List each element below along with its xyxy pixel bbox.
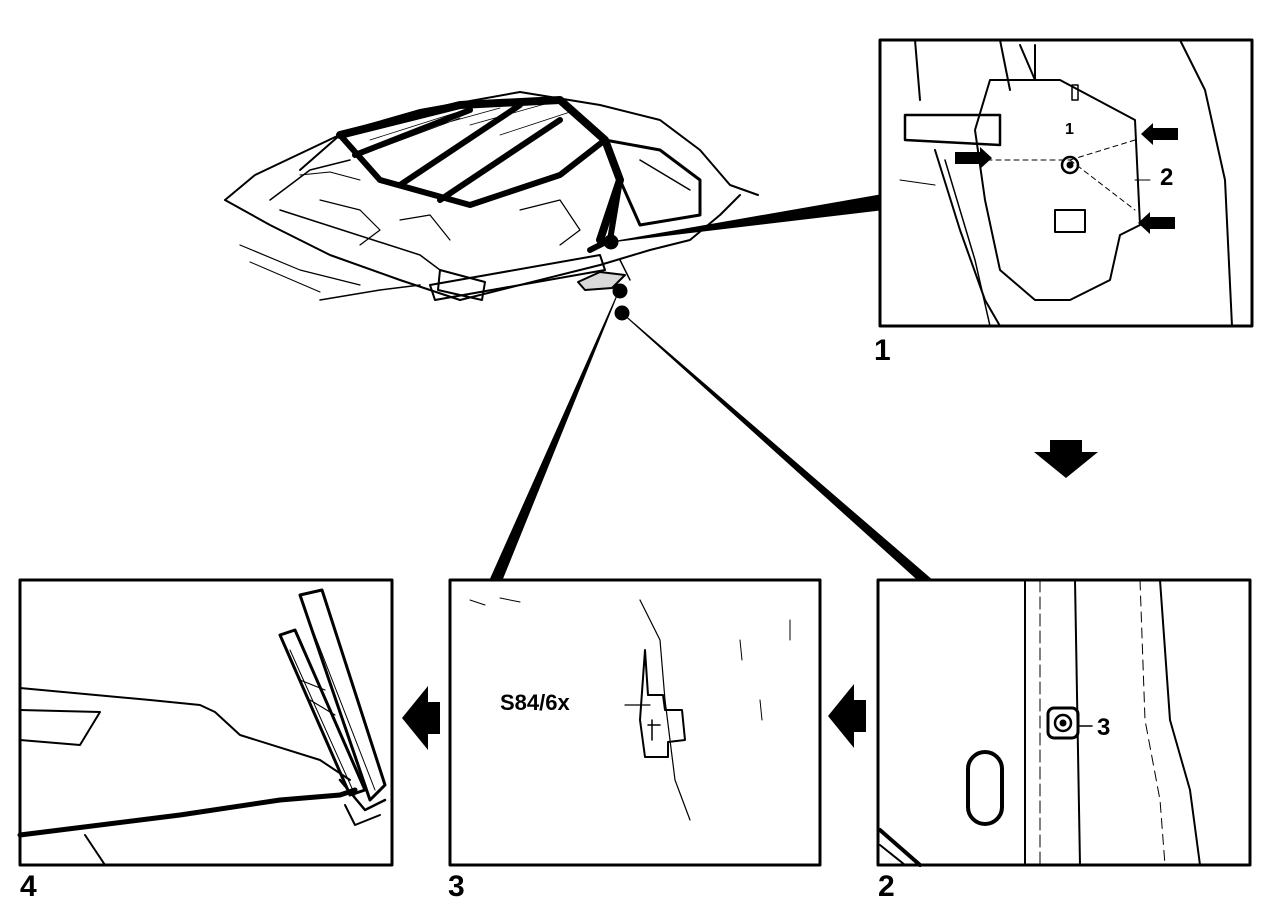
step-arrow-down-icon [1034, 440, 1098, 478]
panel-2 [876, 578, 1252, 867]
step-arrow-left-icon-2 [402, 686, 440, 750]
panel-1-callout-2: 2 [1160, 164, 1174, 191]
panel-2-number: 2 [878, 870, 895, 903]
panel-1-number: 1 [874, 334, 891, 367]
panel-3 [448, 578, 822, 867]
panel-4 [17, 578, 394, 867]
step-arrow-left-icon [828, 684, 866, 748]
car-overview-illustration [224, 91, 759, 301]
panel-1-callout-1: 1 [1065, 121, 1074, 138]
panel-3-number: 3 [448, 870, 465, 903]
connector-beams [489, 194, 933, 581]
panel-2-callout-3: 3 [1097, 714, 1111, 741]
panel-3-part-code: S84/6x [500, 690, 570, 715]
panel-1 [878, 38, 1254, 328]
panel-1-arrows [955, 123, 1178, 234]
panel-4-number: 4 [20, 870, 37, 903]
